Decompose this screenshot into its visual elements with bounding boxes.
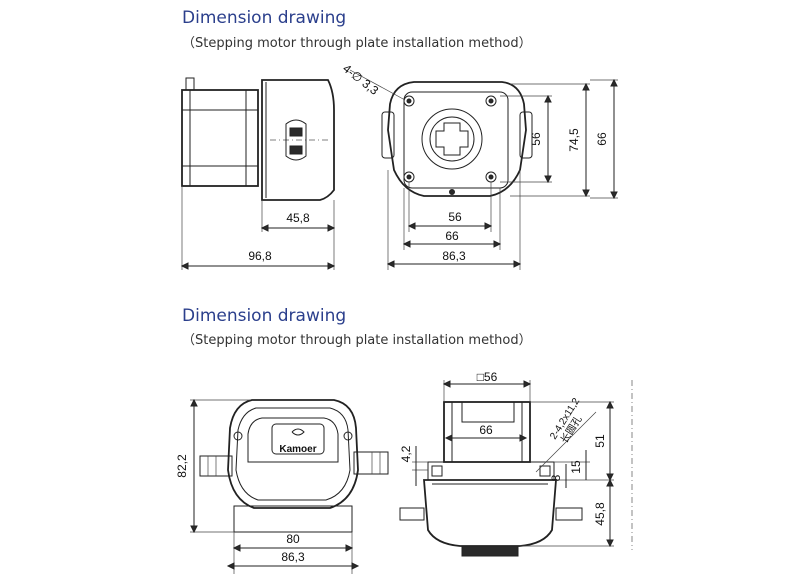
dim-side-sq56: □56 bbox=[477, 370, 498, 384]
brand-logo-text: Kamoer bbox=[279, 444, 316, 455]
section1-title: Dimension drawing bbox=[182, 8, 347, 28]
front-view-bottom: Kamoer 82,2 80 86,3 bbox=[175, 398, 389, 574]
dim-side-8: 8 bbox=[549, 474, 563, 481]
dim-front-80: 80 bbox=[286, 532, 300, 546]
dim-front-66h: 66 bbox=[445, 229, 459, 243]
dim-front-56v: 56 bbox=[529, 132, 543, 146]
dim-side-15: 15 bbox=[569, 460, 583, 474]
dim-side-total: 96,8 bbox=[248, 249, 272, 263]
dim-front-56h: 56 bbox=[448, 210, 462, 224]
brand-logo-icon bbox=[291, 428, 305, 436]
dim-front-holes: 4-∅ 3,3 bbox=[340, 61, 381, 98]
dim-front-745: 74,5 bbox=[567, 128, 581, 152]
front-view-top: 4-∅ 3,3 56 74,5 66 56 66 86,3 bbox=[340, 61, 618, 270]
dim-side-66: 66 bbox=[479, 423, 493, 437]
section2-title: Dimension drawing bbox=[182, 306, 347, 326]
dim-side-458: 45,8 bbox=[593, 502, 607, 526]
dim-side-51: 51 bbox=[593, 434, 607, 448]
side-view-top: 45,8 96,8 bbox=[180, 77, 336, 270]
dim-front-66v: 66 bbox=[595, 132, 609, 146]
dim-front-bottom-863: 86,3 bbox=[281, 550, 305, 564]
dim-front-822: 82,2 bbox=[175, 454, 189, 478]
section1-subtitle: （Stepping motor through plate installati… bbox=[182, 36, 532, 51]
section2-subtitle: （Stepping motor through plate installati… bbox=[182, 333, 532, 348]
side-view-bottom: □56 66 4,2 2-4,2x11,2 长圆孔 51 15 8 45,8 bbox=[399, 370, 633, 557]
dim-front-863: 86,3 bbox=[442, 249, 466, 263]
dim-side-width: 45,8 bbox=[286, 211, 310, 225]
dim-side-42: 4,2 bbox=[399, 445, 413, 462]
